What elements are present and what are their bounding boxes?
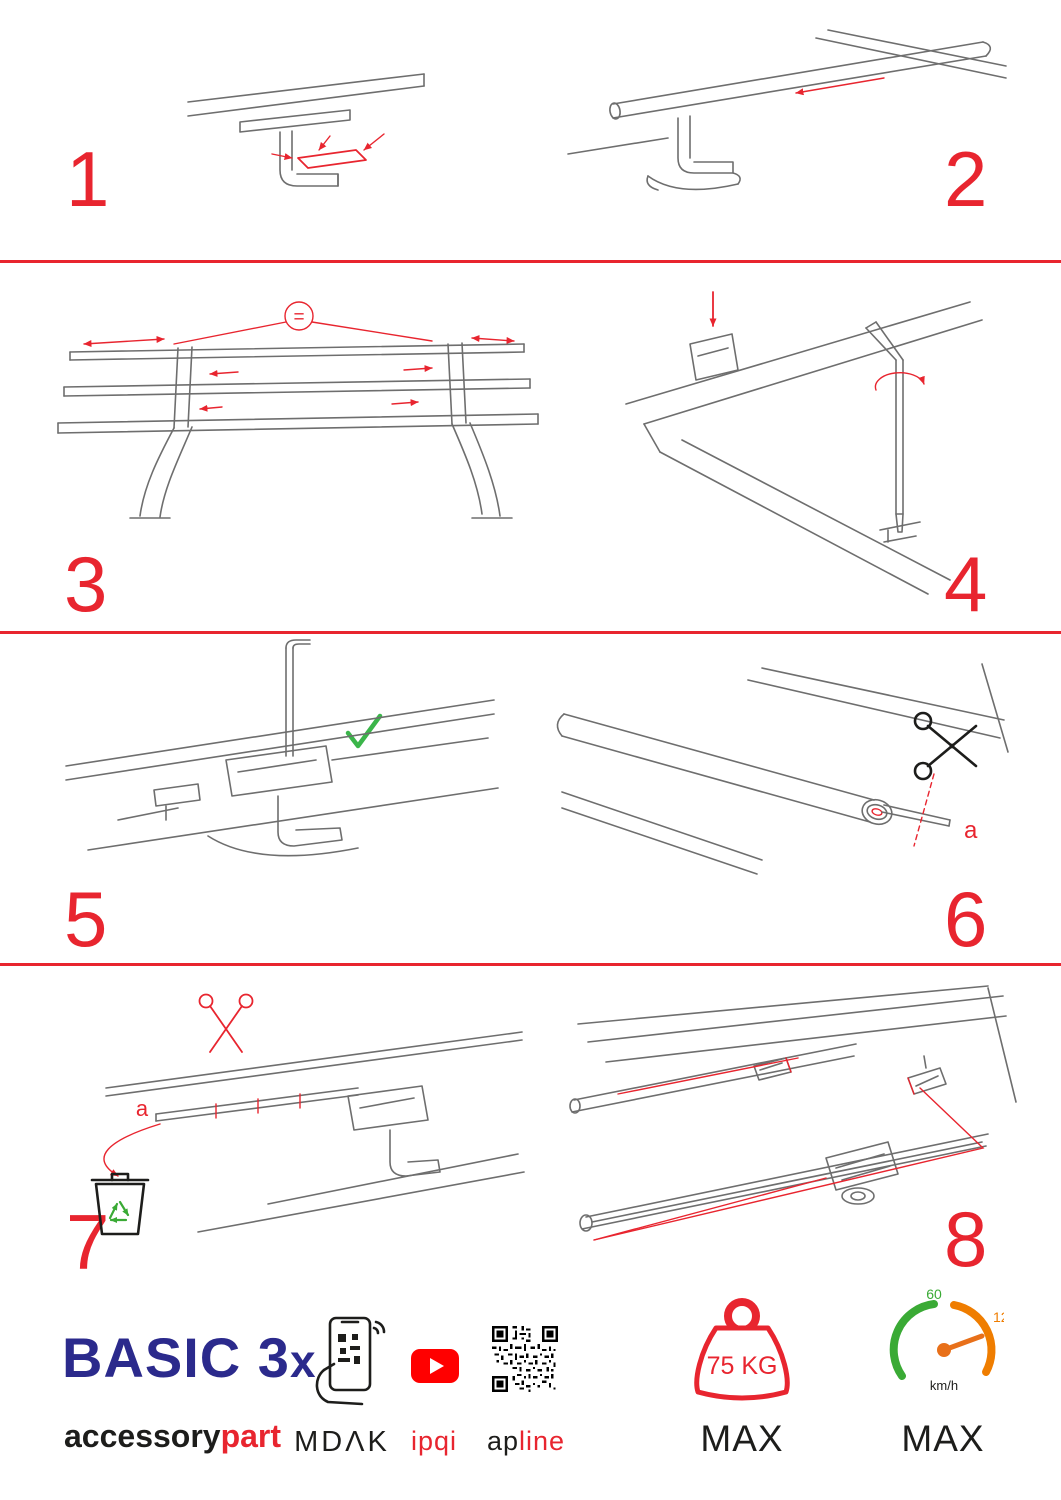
section-divider [0, 963, 1061, 966]
section-divider [0, 631, 1061, 634]
brand-name: BASIC 3 [62, 1326, 290, 1389]
step-number-2: 2 [944, 135, 988, 223]
max-load-value: 75 KG [707, 1352, 778, 1380]
apline-logo: apline [478, 1426, 574, 1457]
qr-code [492, 1326, 558, 1392]
speed-low-label: 60 [926, 1288, 942, 1302]
step-number-7: 7 [66, 1198, 110, 1286]
recycle-icon [108, 1200, 130, 1223]
step-number-4: 4 [944, 540, 988, 628]
tagline-black: accessory [64, 1418, 221, 1454]
step2-illustration [567, 29, 1007, 191]
speedometer-icon: 60 120 km/h [889, 1288, 1004, 1393]
brand-suffix: x [289, 1335, 317, 1387]
brand-tagline: accessorypart [64, 1418, 281, 1455]
step-number-5: 5 [64, 875, 108, 963]
trash-bin-icon [90, 1172, 150, 1236]
equal-spacing-label: = [293, 307, 304, 328]
mdak-logo: MDΛK [294, 1426, 390, 1458]
youtube-icon [411, 1349, 459, 1383]
step-number-1: 1 [66, 135, 110, 223]
step3-illustration: = [57, 301, 539, 519]
tagline-red: part [220, 1418, 282, 1454]
speed-unit-label: km/h [930, 1378, 958, 1393]
step6-cut-label: a [964, 817, 978, 844]
brand-logo: BASIC 3x [62, 1330, 316, 1386]
apline-red: line [519, 1426, 566, 1456]
scissors-icon [198, 993, 254, 1053]
checkmark-icon [345, 713, 383, 749]
apline-black: ap [486, 1426, 519, 1456]
step7-cut-label: a [136, 1096, 149, 1121]
step6-illustration: a [556, 663, 1009, 875]
step-number-8: 8 [944, 1195, 988, 1283]
step-number-3: 3 [64, 540, 108, 628]
step8-illustration [569, 985, 1017, 1241]
step7-illustration: a [90, 993, 525, 1236]
weight-icon: 75 KG [694, 1298, 790, 1401]
scissors-icon [913, 711, 978, 781]
max-speed-label: MAX [901, 1418, 985, 1459]
step-number-6: 6 [944, 875, 988, 963]
step1-illustration [187, 73, 425, 187]
step4-illustration [625, 291, 983, 595]
phone-scan-icon [315, 1316, 386, 1406]
speed-high-label: 120 [993, 1309, 1004, 1325]
step5-illustration [65, 639, 499, 857]
max-load-label: MAX [700, 1418, 784, 1459]
ipqi-logo: ipqi [410, 1426, 458, 1456]
section-divider [0, 260, 1061, 263]
